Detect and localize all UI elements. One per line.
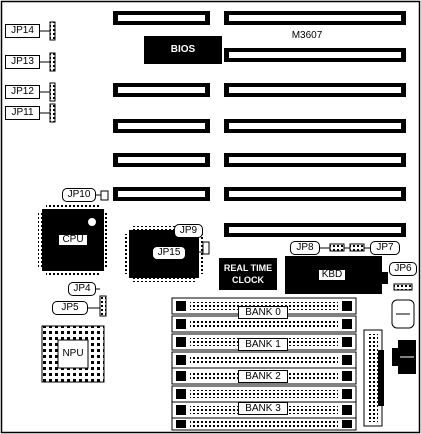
jp14-label: JP14 <box>5 24 40 38</box>
power-connector <box>363 329 384 427</box>
jp15-label: JP15 <box>152 246 186 260</box>
cpu-label: CPU <box>58 234 88 246</box>
bank-3-label: BANK 3 <box>238 402 288 415</box>
jp9-pin <box>202 241 210 255</box>
jp5-label: JP5 <box>52 301 88 315</box>
keyboard-connector <box>392 340 416 374</box>
bank-0-label: BANK 0 <box>238 306 288 319</box>
expansion-slots-right <box>224 11 406 237</box>
kbd-label: KBD <box>312 268 352 282</box>
bios-chip <box>144 36 222 64</box>
jp6-label: JP6 <box>389 262 417 276</box>
jp7-pins <box>349 243 365 252</box>
bios-label: BIOS <box>170 44 196 55</box>
rtc-label-line2: CLOCK <box>232 275 264 285</box>
board-model-label: M3607 <box>291 30 323 41</box>
jp6-pins <box>393 283 413 291</box>
jp7-label: JP7 <box>370 241 400 255</box>
jp10-pin <box>100 190 109 201</box>
jp11-label: JP11 <box>5 106 40 120</box>
bank-2-label: BANK 2 <box>238 370 288 383</box>
rtc-chip <box>219 258 277 290</box>
jp10-label: JP10 <box>62 188 96 202</box>
jp4-label: JP4 <box>68 282 96 296</box>
jp4-jp5-pins <box>99 295 107 317</box>
npu-socket <box>41 325 105 383</box>
bank-1-label: BANK 1 <box>238 338 288 351</box>
jp13-label: JP13 <box>5 55 40 69</box>
jp8-pins <box>329 243 345 252</box>
jp12-label: JP12 <box>5 85 40 99</box>
left-jumpers <box>40 21 56 123</box>
jp8-label: JP8 <box>290 241 320 255</box>
kbd-text: KBD <box>318 270 346 280</box>
npu-label: NPU <box>62 348 84 359</box>
expansion-slots-left <box>113 11 210 201</box>
cpu-text: CPU <box>59 235 87 245</box>
rtc-label-line1: REAL TIME <box>223 263 273 273</box>
jp9-label: JP9 <box>174 224 203 238</box>
